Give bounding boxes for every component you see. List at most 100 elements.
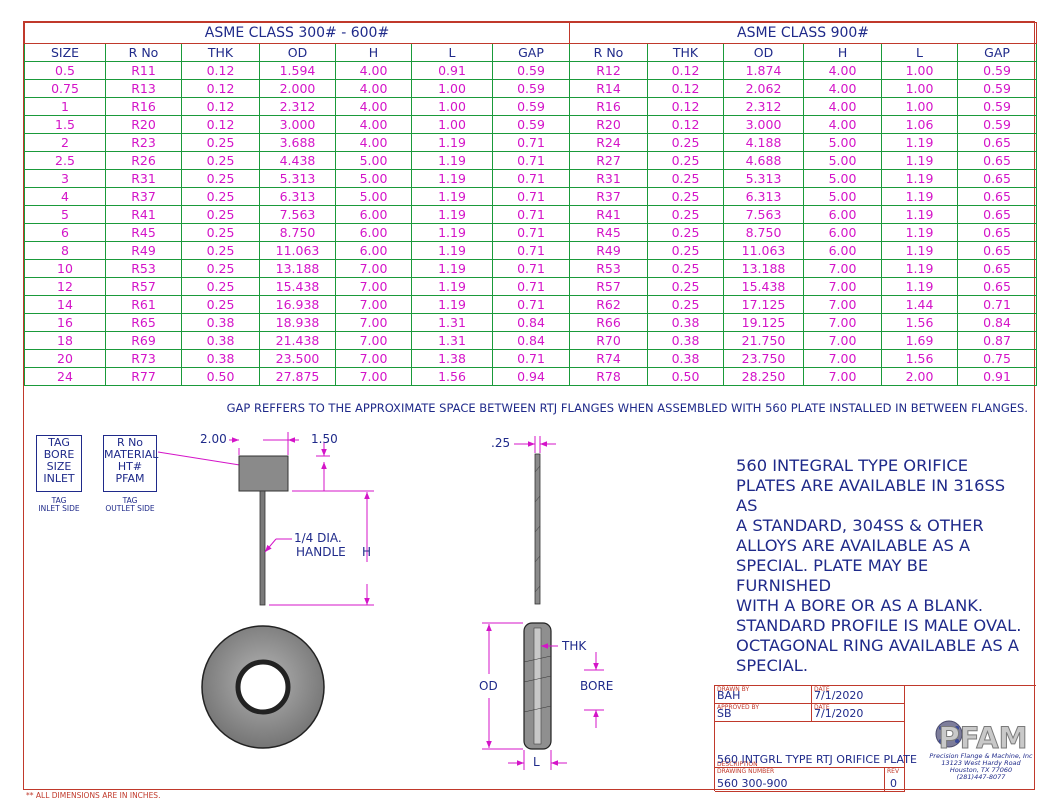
date2-cell: DATE 7/1/2020: [812, 704, 905, 722]
table-cell: 4.00: [335, 97, 412, 116]
tag-inlet-line: TAG: [48, 436, 70, 449]
rev-value: 0: [890, 777, 897, 790]
drawing-number-label: DRAWING NUMBER: [717, 768, 775, 775]
note-line: 560 INTEGRAL TYPE ORIFICE: [736, 456, 969, 475]
table-cell: 7.00: [335, 259, 412, 278]
drawn-by-label: DRAWN BY: [717, 686, 750, 693]
gap-note: GAP REFFERS TO THE APPROXIMATE SPACE BET…: [226, 401, 1028, 415]
table-cell: 1.00: [881, 61, 959, 80]
rev-label: REV: [887, 768, 900, 775]
table-cell: 19.125: [723, 313, 805, 332]
table-cell: 13.188: [723, 259, 805, 278]
tag-outlet-box: R No MATERIAL HT# PFAM: [103, 435, 158, 492]
tag-inlet-caption: TAG INLET SIDE: [30, 497, 88, 513]
table-cell: 0.25: [181, 295, 260, 314]
table-cell: 1.19: [881, 223, 959, 242]
table-cell: 0.25: [647, 277, 725, 296]
tag-inlet-line: BORE: [43, 448, 75, 461]
table-cell: 0.25: [181, 133, 260, 152]
table-cell: 0.91: [957, 367, 1038, 386]
table-cell: 4.00: [335, 133, 412, 152]
table-cell: R74: [569, 349, 649, 368]
dim-width-1-5: 1.50: [311, 432, 338, 446]
dim-width-2: 2.00: [200, 432, 227, 446]
table-cell: 1.56: [881, 313, 959, 332]
caption-line: OUTLET SIDE: [105, 504, 155, 513]
tag-leader-line: [157, 451, 247, 467]
table-cell: 0.12: [647, 115, 725, 134]
table-cell: 6.00: [803, 205, 883, 224]
table-cell: 0.71: [491, 223, 571, 242]
table-cell: R65: [105, 313, 182, 332]
table-cell: 6.00: [803, 223, 883, 242]
note-line: ALLOYS ARE AVAILABLE AS A: [736, 536, 971, 555]
description-value: 560 INTGRL TYPE RTJ ORIFICE PLATE: [717, 753, 917, 766]
table-cell: 5.00: [803, 133, 883, 152]
note-line: PLATES ARE AVAILABLE IN 316SS AS: [736, 476, 1006, 515]
note-line: A STANDARD, 304SS & OTHER: [736, 516, 984, 535]
table-cell: 0.12: [181, 97, 260, 116]
table-cell: 4.688: [723, 151, 805, 170]
table-cell: R77: [105, 367, 182, 386]
note-line: WITH A BORE OR AS A BLANK.: [736, 596, 984, 615]
table-cell: R53: [569, 259, 649, 278]
table-cell: 7.00: [803, 331, 883, 350]
table-cell: R70: [569, 331, 649, 350]
note-line: SPECIAL.: [736, 656, 808, 675]
table-cell: 0.12: [181, 79, 260, 98]
table-cell: 1.19: [411, 241, 493, 260]
table-cell: 1.594: [259, 61, 336, 80]
table-cell: 11.063: [723, 241, 805, 260]
table-cell: 0.25: [181, 169, 260, 188]
table-cell: R31: [569, 169, 649, 188]
drawing-sheet: ASME CLASS 300# - 600# ASME CLASS 900# S…: [23, 21, 1038, 792]
table-cell: R31: [105, 169, 182, 188]
table-cell: 5.00: [803, 187, 883, 206]
tag-inlet-box: TAG BORE SIZE INLET: [36, 435, 82, 492]
table-cell: R49: [569, 241, 649, 260]
date2-value: 7/1/2020: [814, 707, 864, 720]
table-cell: 7.00: [335, 367, 412, 386]
plate-tab: [238, 455, 289, 492]
table-cell: 1.00: [881, 97, 959, 116]
bore-hole: [235, 659, 291, 715]
table-cell: R26: [105, 151, 182, 170]
table-cell: 6.00: [335, 205, 412, 224]
company-info: Precision Flange & Machine, Inc 13123 We…: [927, 753, 1035, 781]
plate-drawing: [157, 432, 604, 770]
drawing-number-value: 560 300-900: [717, 777, 788, 790]
table-cell: R61: [105, 295, 182, 314]
company-phone: (281)447-8077: [956, 773, 1006, 781]
description-label: DESCRIPTION: [717, 761, 758, 768]
tag-outlet-line: PFAM: [115, 472, 145, 485]
table-cell: 1.19: [411, 133, 493, 152]
tag-inlet-line: SIZE: [46, 460, 72, 473]
table-cell: 4.00: [803, 97, 883, 116]
table-cell: 27.875: [259, 367, 336, 386]
date1-value: 7/1/2020: [814, 689, 864, 702]
tag-outlet-caption: TAG OUTLET SIDE: [100, 497, 160, 513]
caption-line: TAG: [51, 496, 67, 505]
table-cell: 7.00: [335, 277, 412, 296]
table-cell: 1.38: [411, 349, 493, 368]
table-cell: 0.71: [491, 205, 571, 224]
table-cell: R37: [105, 187, 182, 206]
table-cell: 1.19: [881, 205, 959, 224]
table-cell: 0.65: [957, 277, 1038, 296]
table-cell: 1.19: [881, 187, 959, 206]
table-cell: 6.313: [723, 187, 805, 206]
company-city: Houston, TX 77060: [949, 766, 1013, 774]
caption-line: TAG: [122, 496, 138, 505]
table-cell: 0.38: [181, 313, 260, 332]
rev-cell: REV 0: [885, 768, 905, 792]
table-cell: 11.063: [259, 241, 336, 260]
